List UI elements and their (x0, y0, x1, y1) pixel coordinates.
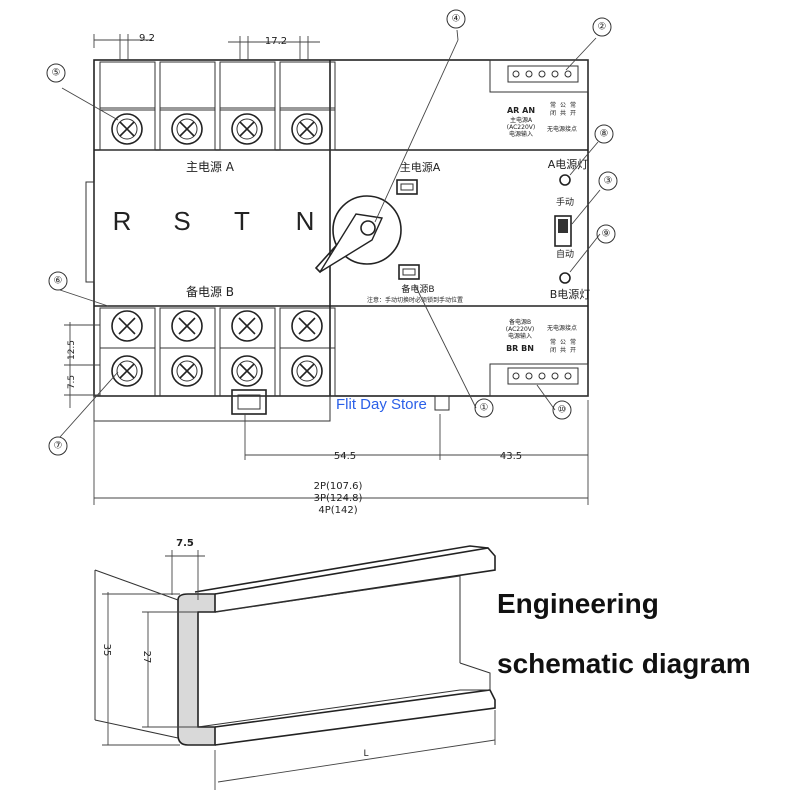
ar-an-label: AR AN (507, 106, 535, 115)
top-terminal-screws (111, 113, 323, 145)
indicator-backup (398, 264, 420, 280)
lamp-b-label: B电源灯 (550, 287, 591, 301)
manual-note: 注意：手动切换时必须锁到手动位置 (367, 296, 463, 304)
dry-contact-bottom: 无电源接点 (547, 324, 577, 332)
handle-lever (319, 213, 384, 273)
callout-9: ⑨ (602, 229, 611, 240)
ar-an-sub1: 主电源A (510, 116, 533, 124)
caption-line1: Engineering (497, 588, 659, 619)
dim-2p: 2P(107.6) (314, 481, 363, 492)
phase-t-label: T (234, 206, 250, 236)
callout-1: ① (480, 403, 489, 414)
no-top: 常 (570, 101, 576, 109)
lamp-b-icon (559, 272, 571, 284)
rail-profile (177, 593, 216, 746)
dim-7-5: 7.5 (67, 375, 77, 389)
dry-contact-top: 无电源接点 (547, 125, 577, 133)
bottom-terminal-screws (99, 307, 336, 397)
mode-selector (554, 215, 572, 247)
br-bn-label: BR BN (506, 344, 534, 353)
dim-17-2: 17.2 (265, 36, 287, 47)
nc2-top: 闭 (550, 109, 556, 117)
auto-label: 自动 (556, 248, 574, 260)
nc-bottom: 常 (550, 338, 556, 346)
no-bottom: 常 (570, 338, 576, 346)
backup-power-label: 备电源 B (186, 285, 234, 299)
lamp-a-label: A电源灯 (548, 157, 589, 171)
dimension-lines (64, 34, 589, 505)
ar-an-sub2: (AC220V) (507, 124, 535, 131)
dim-43-5: 43.5 (500, 451, 522, 462)
rail-length-dim: L (363, 749, 368, 759)
callout-8: ⑧ (600, 129, 609, 140)
callout-10: ⑩ (558, 405, 567, 416)
nc-top: 常 (550, 101, 556, 109)
com2-top: 共 (560, 109, 566, 117)
nc2-bottom: 闭 (550, 346, 556, 354)
aux-terminal-top (489, 59, 589, 93)
callout-7: ⑦ (54, 441, 63, 452)
indicator-main (396, 179, 418, 195)
switch-main-label: 主电源A (400, 160, 441, 174)
dim-9-2: 9.2 (139, 33, 155, 44)
br-bn-sub1: 备电源B (509, 318, 531, 326)
phase-s-label: S (173, 206, 190, 236)
din-clip (231, 389, 267, 415)
com2-bottom: 共 (560, 346, 566, 354)
br-bn-sub3: 电源输入 (508, 332, 532, 340)
callout-3: ③ (604, 176, 613, 187)
phase-n-label: N (296, 206, 315, 236)
lamp-a-icon (559, 174, 571, 186)
dim-4p: 4P(142) (318, 505, 357, 516)
com-top: 公 (560, 102, 566, 109)
ar-an-sub3: 电源输入 (509, 130, 533, 138)
rail-lip-dim: 7.5 (176, 538, 194, 549)
manual-label: 手动 (556, 196, 574, 208)
main-power-label: 主电源 A (186, 160, 235, 174)
no2-bottom: 开 (570, 347, 576, 354)
caption-line2: schematic diagram (497, 648, 751, 679)
rail-height-dim: 35 (101, 644, 112, 657)
dim-3p: 3P(124.8) (314, 493, 363, 504)
callout-2: ② (598, 22, 607, 33)
br-bn-sub2: (AC220V) (506, 326, 534, 333)
switch-backup-label: 备电源B (401, 283, 434, 295)
aux-terminal-bottom (489, 363, 589, 397)
callout-leaders (59, 29, 601, 438)
callout-6: ⑥ (54, 276, 63, 287)
din-rail-drawing (94, 545, 496, 790)
top-terminal-housings (99, 61, 336, 151)
rotary-handle (332, 195, 402, 265)
callouts: ⑤ ④ ② ⑧ ③ ⑨ ⑥ ⑦ ① ⑩ (46, 9, 618, 456)
dim-12-5: 12.5 (67, 340, 77, 360)
dim-54-5: 54.5 (334, 451, 356, 462)
callout-5: ⑤ (52, 68, 61, 79)
din-clip-right (434, 395, 450, 411)
rail-inner-dim: 27 (141, 651, 152, 664)
phase-r-label: R (113, 206, 132, 236)
watermark: Flit Day Store (336, 396, 427, 413)
callout-4: ④ (452, 14, 461, 25)
com-bottom: 公 (560, 339, 566, 346)
no2-top: 开 (570, 110, 576, 117)
